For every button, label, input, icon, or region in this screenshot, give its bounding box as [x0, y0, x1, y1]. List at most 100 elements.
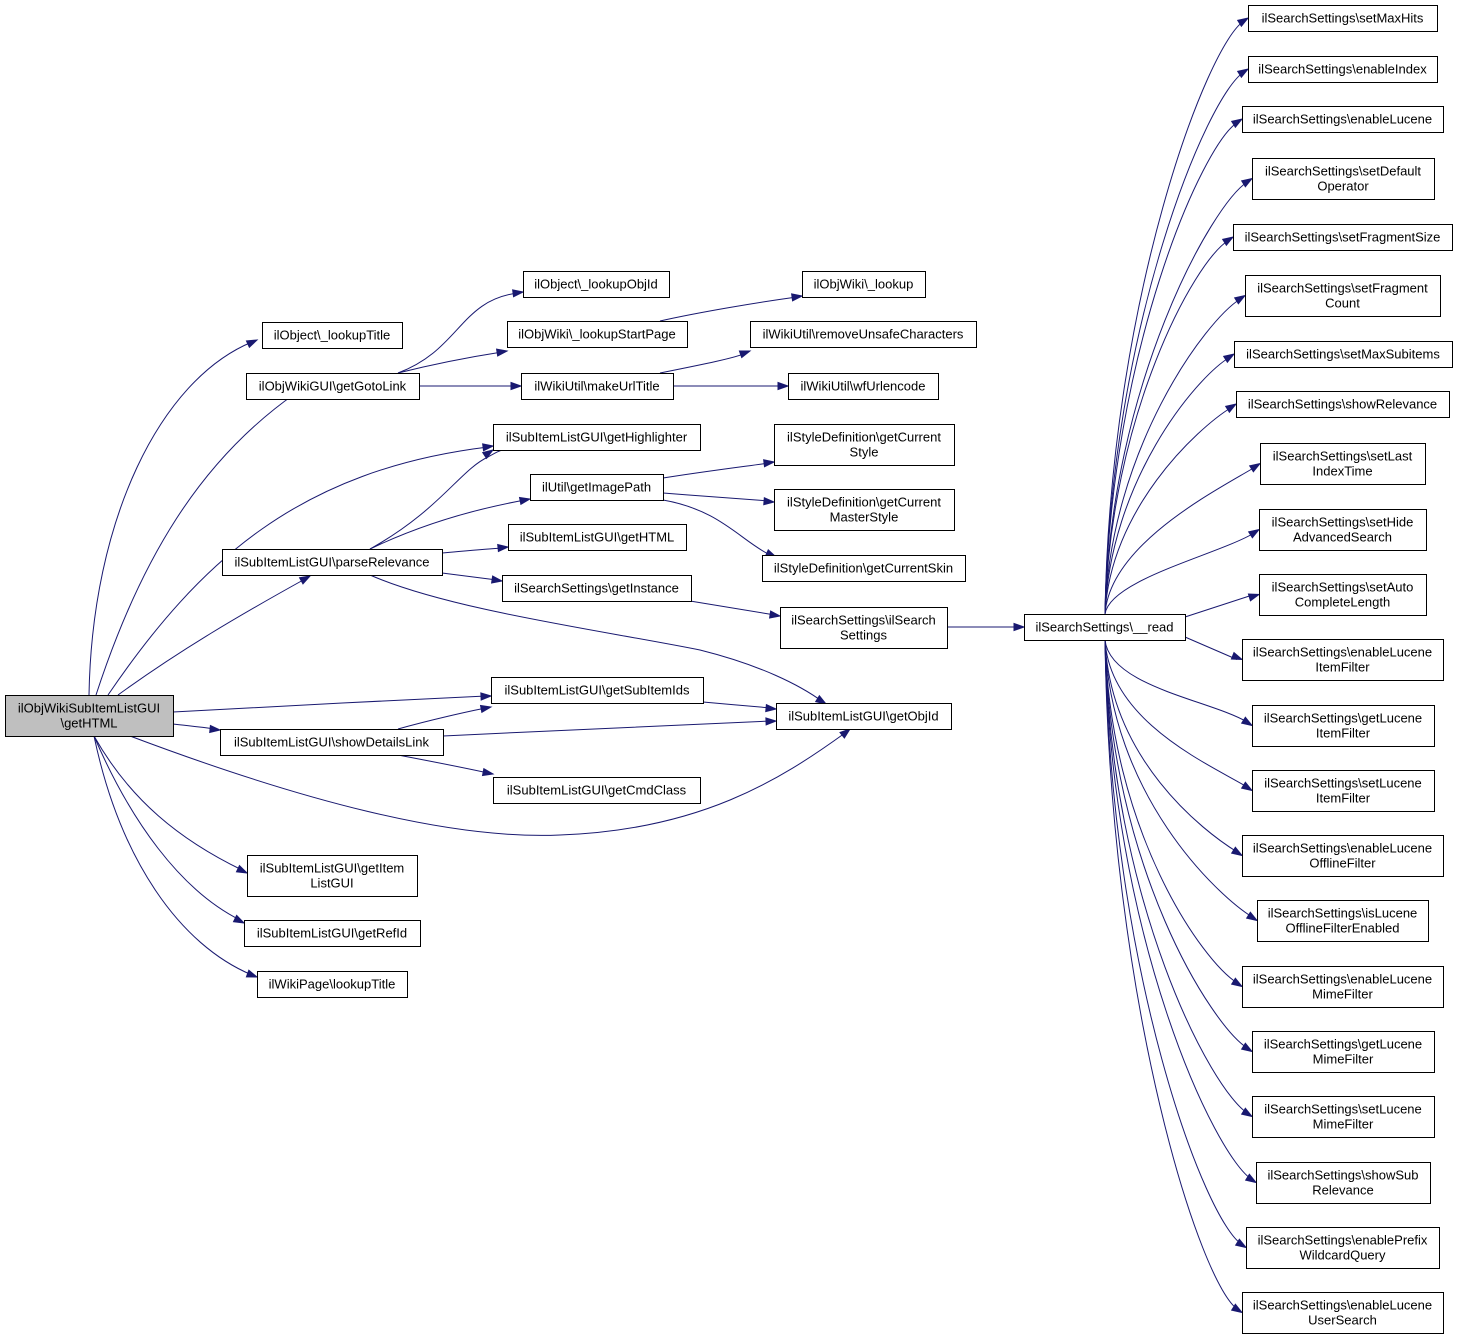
node-getGotoLink[interactable]: ilObjWikiGUI\getGotoLink	[246, 373, 420, 400]
node-getCmdClass[interactable]: ilSubItemListGUI\getCmdClass	[493, 777, 701, 804]
call-edge	[397, 707, 487, 730]
node-label: ListGUI	[310, 876, 353, 891]
node-label: ilSubItemListGUI\getHTML	[520, 530, 675, 545]
graph-edges	[88, 17, 1262, 1314]
node-box	[1260, 443, 1426, 485]
node-showDetailsLink[interactable]: ilSubItemListGUI\showDetailsLink	[220, 729, 444, 756]
node-box	[1252, 1096, 1435, 1138]
call-edge	[172, 695, 487, 713]
node-label: ilSearchSettings\setFragment	[1257, 281, 1428, 296]
call-edge	[1104, 639, 1249, 1049]
node-label: Style	[850, 445, 879, 460]
node-label: ilSubItemListGUI\getItem	[260, 861, 405, 876]
call-edge-arrowhead	[839, 728, 852, 739]
call-edge	[1104, 406, 1233, 615]
node-label: MasterStyle	[830, 510, 899, 525]
call-edge	[1104, 20, 1245, 615]
node-showRelevance[interactable]: ilSearchSettings\showRelevance	[1236, 391, 1450, 418]
node-removeUnsafe[interactable]: ilWikiUtil\removeUnsafeCharacters	[750, 321, 977, 348]
call-edge	[1104, 298, 1242, 615]
node-setMaxSubitems[interactable]: ilSearchSettings\setMaxSubitems	[1234, 341, 1453, 368]
call-edge	[1104, 639, 1253, 1180]
node-label: ilObjWikiGUI\getGotoLink	[259, 379, 407, 394]
call-edge-arrowhead	[1240, 177, 1254, 188]
call-edge	[172, 723, 216, 730]
node-read[interactable]: ilSearchSettings\__read	[1024, 614, 1186, 641]
call-edge-arrowhead	[1230, 977, 1244, 988]
node-ilSearchSettingsCtor[interactable]: ilSearchSettings\ilSearchSettings	[780, 607, 948, 649]
node-objWikiLookup[interactable]: ilObjWiki\_lookup	[802, 271, 926, 298]
node-box	[1248, 56, 1438, 83]
node-label: ilWikiUtil\wfUrlencode	[801, 379, 926, 394]
node-box	[1242, 1292, 1444, 1334]
node-label: ilSearchSettings\enableLucene	[1253, 1298, 1432, 1313]
node-label: ilSearchSettings\getInstance	[514, 581, 679, 596]
node-parseRelevance[interactable]: ilSubItemListGUI\parseRelevance	[222, 549, 443, 576]
node-lookupTitle[interactable]: ilObject\_lookupTitle	[262, 322, 403, 349]
node-isLuceneOfflineFilterEnabled[interactable]: ilSearchSettings\isLuceneOfflineFilterEn…	[1257, 900, 1429, 942]
node-box	[1242, 835, 1444, 877]
node-label: ilSubItemListGUI\getCmdClass	[507, 783, 687, 798]
node-getCurrentSkin[interactable]: ilStyleDefinition\getCurrentSkin	[762, 555, 966, 582]
node-box	[1245, 275, 1441, 317]
node-wikiPageLookupTitle[interactable]: ilWikiPage\lookupTitle	[257, 971, 408, 998]
node-getHighlighter[interactable]: ilSubItemListGUI\getHighlighter	[493, 424, 701, 451]
node-box	[1252, 1031, 1435, 1073]
node-label: Settings	[840, 628, 887, 643]
node-label: IndexTime	[1312, 464, 1372, 479]
node-getSubItemIds[interactable]: ilSubItemListGUI\getSubItemIds	[491, 677, 704, 704]
call-edge-arrowhead	[495, 348, 509, 357]
node-setMaxHits[interactable]: ilSearchSettings\setMaxHits	[1248, 5, 1438, 32]
call-edge-arrowhead	[768, 610, 782, 619]
node-box	[788, 373, 939, 400]
call-edge-arrowhead	[1236, 17, 1250, 28]
node-getImagePath[interactable]: ilUtil\getImagePath	[530, 474, 664, 501]
node-enableLuceneOfflineFilter[interactable]: ilSearchSettings\enableLuceneOfflineFilt…	[1242, 835, 1444, 877]
call-edge-arrowhead	[510, 381, 523, 391]
node-label: ilObject\_lookupObjId	[534, 277, 658, 292]
call-edge-arrowhead	[1222, 353, 1236, 364]
node-box	[1252, 705, 1435, 747]
node-box	[1257, 900, 1429, 942]
node-setFragmentSize[interactable]: ilSearchSettings\setFragmentSize	[1233, 224, 1453, 251]
node-label: ilSearchSettings\enableIndex	[1258, 62, 1427, 77]
node-enableIndex[interactable]: ilSearchSettings\enableIndex	[1248, 56, 1438, 83]
node-getObjId[interactable]: ilSubItemListGUI\getObjId	[776, 703, 952, 730]
node-getRefId[interactable]: ilSubItemListGUI\getRefId	[244, 920, 421, 947]
node-makeUrlTitle[interactable]: ilWikiUtil\makeUrlTitle	[521, 373, 674, 400]
node-label: MimeFilter	[1312, 987, 1373, 1002]
node-box	[247, 855, 418, 897]
call-edge-arrowhead	[791, 293, 804, 302]
node-enablePrefixWildcardQuery[interactable]: ilSearchSettings\enablePrefixWildcardQue…	[1246, 1227, 1440, 1269]
node-enableLucene[interactable]: ilSearchSettings\enableLucene	[1242, 106, 1444, 133]
node-lookupStartPage[interactable]: ilObjWiki\_lookupStartPage	[507, 321, 688, 348]
node-getInstance[interactable]: ilSearchSettings\getInstance	[502, 575, 692, 602]
call-edge-arrowhead	[298, 575, 312, 585]
node-label: ilStyleDefinition\getCurrent	[787, 430, 941, 445]
call-edge-arrowhead	[1248, 462, 1262, 473]
node-wfUrlencode[interactable]: ilWikiUtil\wfUrlencode	[788, 373, 939, 400]
node-box	[774, 489, 955, 531]
node-getHTMLsub[interactable]: ilSubItemListGUI\getHTML	[508, 524, 687, 551]
call-edge	[1184, 594, 1255, 618]
node-lookupObjId[interactable]: ilObject\_lookupObjId	[523, 271, 670, 298]
call-edge	[369, 448, 507, 550]
call-edge-arrowhead	[1245, 911, 1259, 922]
